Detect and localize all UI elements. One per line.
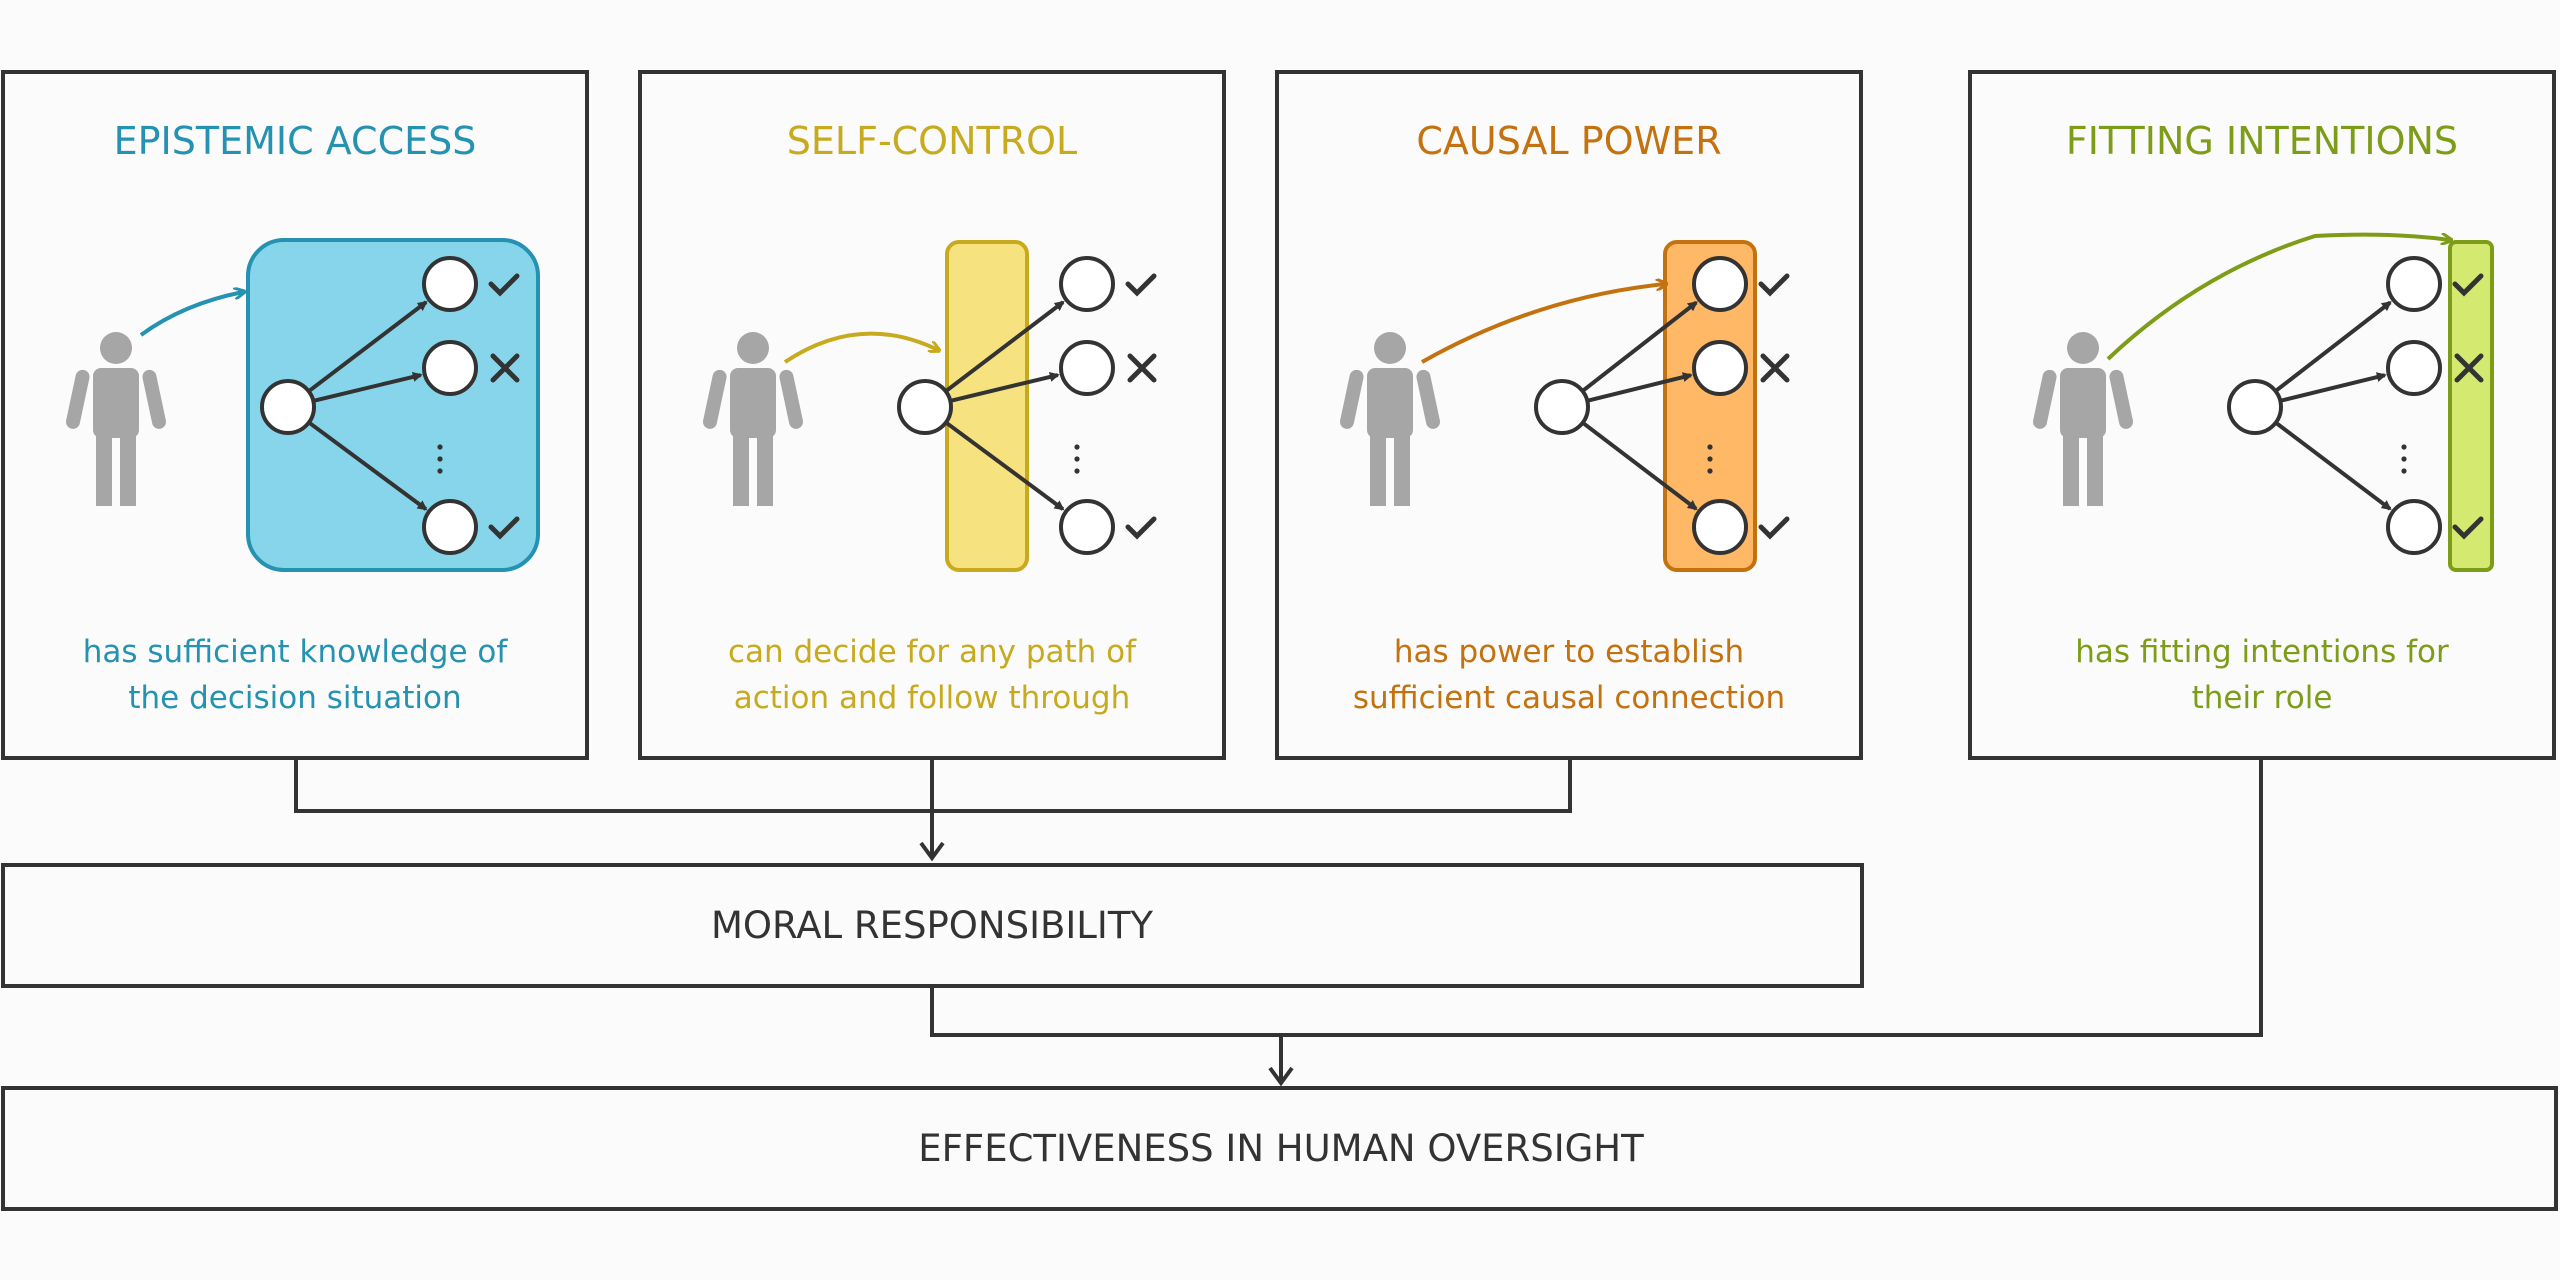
check-icon xyxy=(1758,516,1790,540)
outcome-node xyxy=(1059,499,1115,555)
moral-responsibility-label: MORAL RESPONSIBILITY xyxy=(711,904,1153,947)
panel-caption-line2: action and follow through xyxy=(734,680,1131,716)
connectors xyxy=(294,758,2263,1087)
panel-title: FITTING INTENTIONS xyxy=(2066,119,2458,163)
check-icon xyxy=(2452,273,2484,297)
panel-caption-line2: their role xyxy=(2192,680,2333,716)
ellipsis-dot xyxy=(1074,444,1080,450)
decision-tree xyxy=(2227,256,2442,555)
tree-edge xyxy=(308,421,428,511)
tree-edge xyxy=(945,300,1065,393)
panel-title: CAUSAL POWER xyxy=(1416,119,1721,163)
root-node xyxy=(260,379,316,435)
panel-title: EPISTEMIC ACCESS xyxy=(114,119,477,163)
ellipsis-dot xyxy=(2401,468,2407,474)
check-icon xyxy=(2452,516,2484,540)
outcome-node xyxy=(422,340,478,396)
check-icon xyxy=(1125,516,1157,540)
outcome-node xyxy=(2386,256,2442,312)
outcome-node xyxy=(1692,499,1748,555)
outcome-node xyxy=(422,256,478,312)
person-icon xyxy=(65,332,167,506)
cross-icon xyxy=(490,353,520,383)
outcome-node xyxy=(2386,499,2442,555)
root-node xyxy=(897,379,953,435)
tree-edge xyxy=(2280,372,2387,403)
ellipsis-dot xyxy=(437,456,443,462)
root-node xyxy=(1534,379,1590,435)
panel-frame xyxy=(1968,70,2556,760)
panel-caption-line2: the decision situation xyxy=(128,680,461,716)
person-icon xyxy=(2032,332,2134,506)
panel-frame xyxy=(638,70,1226,760)
ellipsis-dot xyxy=(1074,468,1080,474)
highlight-region xyxy=(2448,240,2494,572)
person-icon xyxy=(1339,332,1441,506)
cross-icon xyxy=(1127,353,1157,383)
panel-caption-line1: has power to establish xyxy=(1394,634,1744,670)
highlight-region xyxy=(1663,240,1757,572)
ellipsis-dot xyxy=(1707,444,1713,450)
tree-edge xyxy=(945,421,1065,511)
check-icon xyxy=(488,273,520,297)
cross-icon xyxy=(2454,353,2484,383)
highlight-region xyxy=(945,240,1029,572)
effectiveness-label: EFFECTIVENESS IN HUMAN OVERSIGHT xyxy=(918,1127,1644,1170)
tree-edge xyxy=(313,372,423,403)
root-node xyxy=(2227,379,2283,435)
outcome-node xyxy=(1059,256,1115,312)
person-icon xyxy=(702,332,804,506)
ellipsis-dot xyxy=(2401,456,2407,462)
tree-edge xyxy=(1587,372,1693,403)
ellipsis-dot xyxy=(2401,444,2407,450)
ellipsis-dot xyxy=(1074,456,1080,462)
arrow-icon xyxy=(1421,284,1665,364)
ellipsis-dot xyxy=(1707,456,1713,462)
ellipsis-dot xyxy=(1707,468,1713,474)
panel-caption-line1: can decide for any path of xyxy=(728,634,1137,670)
check-icon xyxy=(1758,273,1790,297)
check-icon xyxy=(488,516,520,540)
panel-causal-power: CAUSAL POWER has power to establish suffic… xyxy=(1275,70,1863,760)
arrow-icon xyxy=(2106,232,2450,361)
panel-caption-line1: has sufficient knowledge of xyxy=(83,634,509,670)
tree-edge xyxy=(1582,300,1698,392)
outcome-node xyxy=(2386,340,2442,396)
cross-icon xyxy=(1760,353,1790,383)
decision-tree xyxy=(897,256,1115,555)
decision-tree xyxy=(1534,256,1748,555)
decision-tree xyxy=(260,256,478,555)
tree-edge xyxy=(2275,421,2392,511)
panel-self-control: SELF-CONTROL can decide for any path of ac… xyxy=(638,70,1226,760)
outcome-node xyxy=(1059,340,1115,396)
arrow-icon xyxy=(139,292,243,337)
arrow-icon xyxy=(783,331,938,364)
outcome-node xyxy=(422,499,478,555)
tree-edge xyxy=(1582,421,1698,511)
outcome-node xyxy=(1692,340,1748,396)
highlight-region xyxy=(246,238,540,572)
panel-caption-line1: has fitting intentions for xyxy=(2075,634,2449,670)
tree-edge xyxy=(308,300,428,393)
panel-caption-line2: sufficient causal connection xyxy=(1353,680,1785,716)
check-icon xyxy=(1125,273,1157,297)
ellipsis-dot xyxy=(437,444,443,450)
panel-frame xyxy=(1275,70,1863,760)
tree-edge xyxy=(950,372,1060,403)
panel-fitting-intentions: FITTING INTENTIONS has fitting intentions… xyxy=(1968,70,2556,760)
tree-edge xyxy=(2275,300,2392,393)
effectiveness-box: EFFECTIVENESS IN HUMAN OVERSIGHT xyxy=(1,1086,2558,1211)
ellipsis-dot xyxy=(437,468,443,474)
moral-responsibility-box: MORAL RESPONSIBILITY xyxy=(1,863,1864,988)
panel-frame xyxy=(1,70,589,760)
panel-epistemic-access: EPISTEMIC ACCESS has sufficient knowledge… xyxy=(1,70,589,760)
panel-title: SELF-CONTROL xyxy=(787,119,1077,163)
outcome-node xyxy=(1692,256,1748,312)
